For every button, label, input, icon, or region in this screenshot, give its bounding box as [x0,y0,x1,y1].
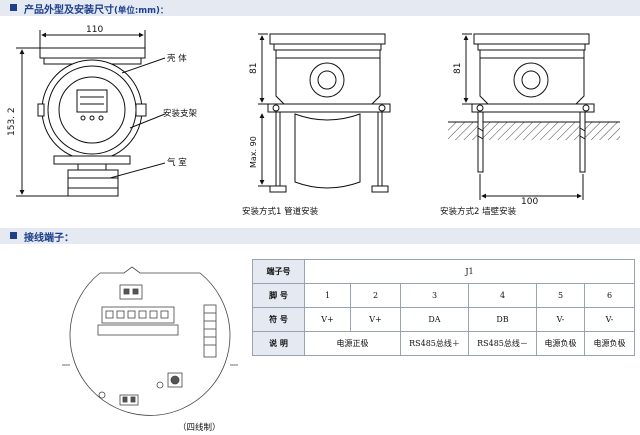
table-row: 脚 号 1 2 3 4 5 6 [252,283,635,308]
caption-four-wire: （四线制） [178,423,221,433]
front-view-drawing [16,30,166,197]
table-cell: V+ [304,307,351,332]
table-cell: 1 [304,283,351,308]
table-cell: RS485总线＋ [400,331,469,356]
terminal-table: 端子号 J1 脚 号 1 2 3 4 5 6 符 号 V+ V+ DA DB V… [252,259,635,356]
bullet-square-icon [10,4,17,11]
table-cell: RS485总线－ [468,331,537,356]
dim-max-90: Max. 90 [249,136,258,168]
wiring-board-diagram [62,266,238,416]
table-cell: 3 [400,283,469,308]
table-cell: 电源正极 [304,331,401,356]
table-cell: 电源负极 [536,331,585,356]
wall-mounting-drawing [448,33,620,200]
table-cell: 电源负极 [584,331,635,356]
table-cell: 5 [536,283,585,308]
label-bracket: 安装支架 [163,108,198,119]
table-row: 端子号 J1 [252,259,635,284]
dim-width-100: 100 [521,197,538,207]
caption-pipe-mounting: 安装方式1 管道安装 [242,207,319,217]
table-row: 符 号 V+ V+ DA DB V- V- [252,307,635,332]
installation-drawings: 110 153. 2 壳 体 安装支架 气 室 81 Max. 90 [7,25,620,207]
table-cell: V- [536,307,585,332]
section-title: 接线端子： [24,233,74,244]
table-cell: 2 [350,283,401,308]
table-cell: V- [584,307,635,332]
row-header: 脚 号 [252,283,305,308]
dim-height-153: 153. 2 [7,107,17,136]
table-cell: 6 [584,283,635,308]
table-row: 说 明 电源正极 RS485总线＋ RS485总线－ 电源负极 电源负极 [252,331,635,356]
dim-height-81-pipe: 81 [249,63,259,74]
row-header: 端子号 [252,259,305,284]
label-gas-chamber: 气 室 [167,157,187,168]
section-title: 产品外型及安装尺寸(单位:mm)： [24,5,169,16]
bullet-square-icon [10,232,17,239]
caption-wall-mounting: 安装方式2 墙壁安装 [440,207,517,217]
table-cell: J1 [304,259,635,284]
pipe-mounting-drawing [258,33,391,193]
table-cell: V+ [350,307,401,332]
section-header-terminals: 接线端子： [0,228,640,244]
table-cell: 4 [468,283,537,308]
row-header: 符 号 [252,307,305,332]
table-cell: DB [468,307,537,332]
dim-height-81-wall: 81 [453,63,463,74]
label-housing: 壳 体 [167,53,187,64]
section-header-dimensions: 产品外型及安装尺寸(单位:mm)： [0,0,640,16]
table-cell: DA [400,307,469,332]
row-header: 说 明 [252,331,305,356]
dim-width-110: 110 [86,25,103,35]
